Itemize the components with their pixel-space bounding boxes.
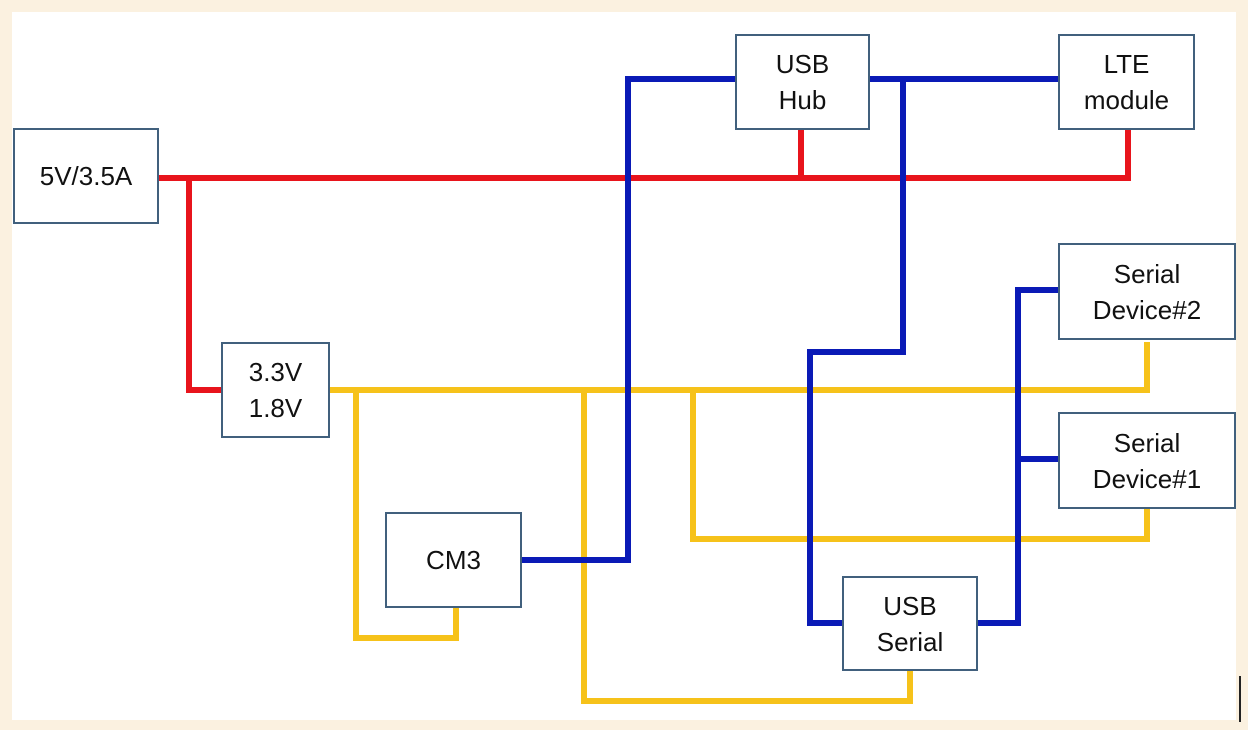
usb-wires [520,76,1058,626]
usb-hub-to-usb-serial [807,79,906,626]
serial-device-2-label-line: Serial [1113,258,1181,289]
low-voltage-serial-1-feed [690,390,1150,542]
usb-serial-block: USB Serial [842,576,978,671]
regulator-block: 3.3V 1.8V [221,342,330,438]
psu-block: 5V/3.5A [13,128,159,224]
low-voltage-cm3-feed [353,390,459,641]
regulator-label-line: 1.8V [248,393,303,423]
low-voltage-usb-serial-feed [581,390,913,704]
psu-label-line: 5V/3.5A [39,161,133,191]
lte-module-label-line: LTE [1103,49,1150,79]
edge-marker [1239,676,1241,722]
power-5v-wires [158,130,1131,393]
power-low-wires [329,342,1150,704]
lte-module-block: LTE module [1058,34,1195,130]
lte-module-label-line: module [1083,85,1170,115]
usb-hub-label-line: Hub [778,85,827,115]
diagram-canvas [12,12,1236,720]
power-5v-main-bus [158,130,1131,181]
usb-hub-block: USB Hub [735,34,870,130]
regulator-label-line: 3.3V [248,357,303,387]
usb-serial-label-line: Serial [876,626,944,657]
serial-device-2-label-line: Device#2 [1092,294,1202,325]
serial-device-1-label-line: Serial [1113,427,1181,458]
low-voltage-bus-serial-2 [329,342,1150,393]
serial-device-1-label-line: Device#1 [1092,463,1202,494]
cm3-label-line: CM3 [426,545,481,575]
usb-serial-label-line: USB [883,590,937,621]
usb-hub-label-line: USB [775,49,830,79]
usb-cm3-to-hub [520,76,735,563]
power-5v-regulator-feed [186,178,221,393]
cm3-block: CM3 [385,512,522,608]
